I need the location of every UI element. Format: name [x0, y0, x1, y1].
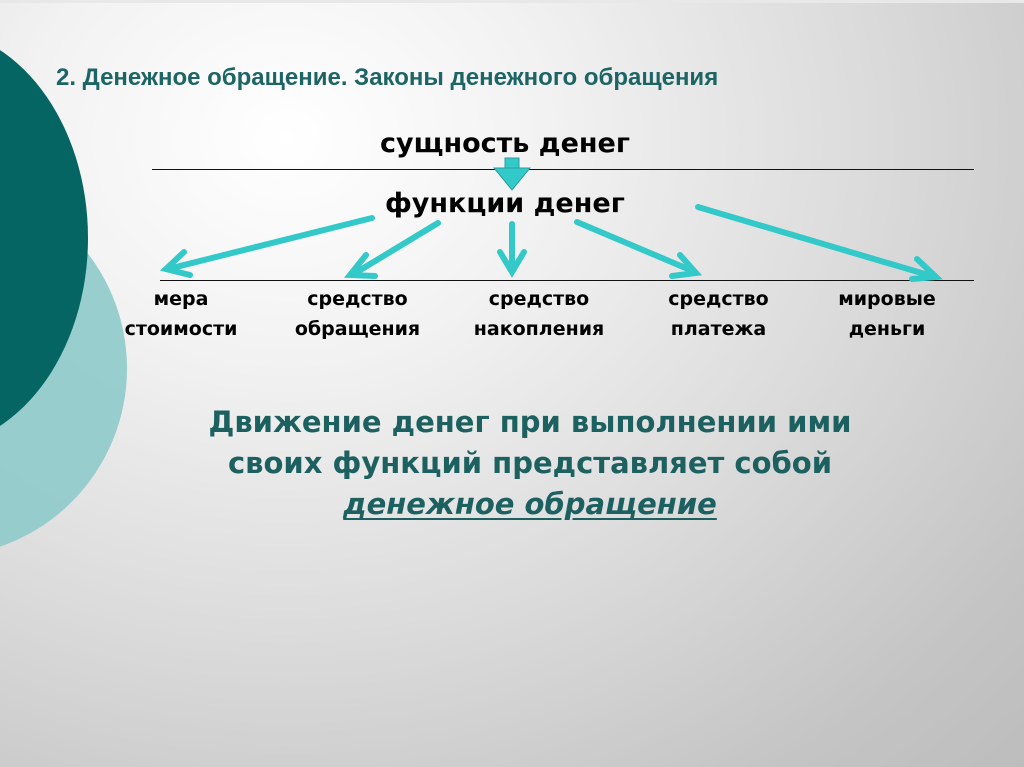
- function-line: средство: [307, 288, 408, 310]
- function-store-of-value: средство накопления: [449, 284, 629, 344]
- arrow-to-store-of-value-icon: [497, 221, 527, 278]
- summary-line: Движение денег при выполнении ими: [208, 405, 852, 439]
- function-line: деньги: [848, 318, 926, 340]
- summary-line: своих функций представляет собой: [227, 446, 833, 480]
- function-line: накопления: [473, 318, 605, 340]
- function-line: мировые: [838, 288, 936, 310]
- arrow-to-means-of-payment-icon: [574, 219, 703, 279]
- divider-line-top: [152, 169, 974, 170]
- function-line: стоимости: [124, 318, 238, 340]
- function-means-of-payment: средство платежа: [646, 284, 791, 344]
- slide-title: 2. Денежное обращение. Законы денежного …: [56, 64, 719, 91]
- function-line: платежа: [670, 318, 767, 340]
- function-line: средство: [488, 288, 590, 310]
- function-line: средство: [668, 288, 769, 310]
- slide-top-edge: [0, 0, 1024, 3]
- function-medium-of-exchange: средство обращения: [275, 284, 440, 344]
- function-world-money: мировые деньги: [812, 284, 962, 344]
- arrow-to-measure-of-value-icon: [159, 215, 375, 278]
- function-line: мера: [153, 288, 209, 310]
- node-essence-of-money: сущность денег: [380, 128, 630, 159]
- node-functions-of-money: функции денег: [385, 188, 625, 219]
- function-measure-of-value: мера стоимости: [106, 284, 256, 344]
- function-line: обращения: [294, 318, 421, 340]
- divider-line-bottom: [160, 280, 974, 281]
- summary-key-term: денежное обращение: [343, 487, 717, 521]
- block-arrow-down-icon: [492, 157, 532, 191]
- arrow-to-medium-of-exchange-icon: [343, 220, 441, 279]
- arrow-to-world-money-icon: [695, 204, 943, 282]
- summary-statement: Движение денег при выполнении ими своих …: [130, 402, 930, 525]
